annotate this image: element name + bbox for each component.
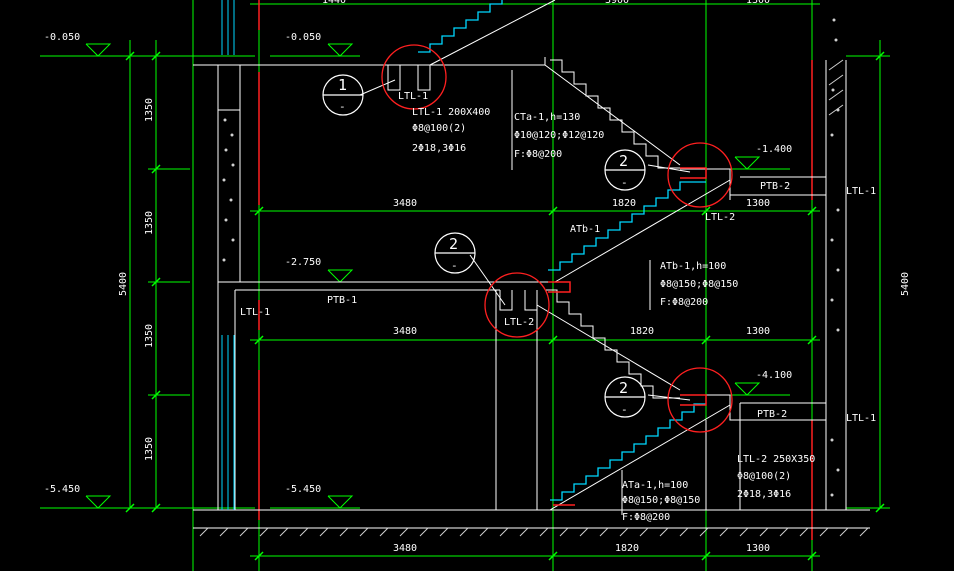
callout-circle-top: [381, 44, 447, 110]
vdim-total-left: 5400: [118, 272, 129, 296]
elevation-markers: [85, 43, 761, 509]
callout-circle-upper-right: [667, 142, 733, 208]
label-ata-spec-2: Φ8@150;Φ8@150: [622, 495, 700, 506]
label-ltl2-upper: LTL-2: [705, 212, 735, 223]
label-ltl1-spec-2: Φ8@100(2): [412, 123, 466, 134]
section-callout-circles: [381, 44, 733, 433]
label-ptb1: PTB-1: [327, 295, 357, 306]
hdim-r3-2: 1820: [615, 543, 639, 554]
structure-outlines: [193, 0, 870, 529]
label-cta-2: Φ10@120;Φ12@120: [514, 130, 604, 141]
hdim-top-mid: 3900: [605, 0, 629, 6]
callout-sub-2c: -: [621, 403, 628, 416]
label-atb-spec-2: Φ8@150;Φ8@150: [660, 279, 738, 290]
elevation-mid-landing: -1.400: [756, 144, 792, 155]
label-ltl1-left: LTL-1: [240, 307, 270, 318]
label-ltl1-right-lower: LTL-1: [846, 413, 876, 424]
label-atb-spec-3: F:Φ8@200: [660, 297, 708, 308]
label-ata-spec-1: ATa-1,h=100: [622, 480, 688, 491]
elevation-bottom-inner: -5.450: [285, 484, 321, 495]
stair-treads-white: [545, 59, 680, 399]
callout-number-2c: 2: [619, 379, 628, 397]
landing-beams: [548, 167, 707, 506]
elevation-mid-floor: -2.750: [285, 257, 321, 268]
hdim-r1-2: 1820: [612, 198, 636, 209]
label-cta-1: CTa-1,h=130: [514, 112, 580, 123]
vdim-total-right: 5400: [900, 272, 911, 296]
callout-sub-2b: -: [451, 259, 458, 272]
hdim-top-left: 1440: [322, 0, 346, 6]
label-ltl2-spec-2: Φ8@100(2): [737, 471, 791, 482]
label-ltl1-top: LTL-1: [398, 91, 428, 102]
label-ptb2-lower: PTB-2: [757, 409, 787, 420]
label-ltl1-spec-3: 2Φ18,3Φ16: [412, 143, 466, 154]
elevation-top-inner: -0.050: [285, 32, 321, 43]
hdim-r3-1: 3480: [393, 543, 417, 554]
label-atb1: ATb-1: [570, 224, 600, 235]
label-ata-spec-3: F:Φ8@200: [622, 512, 670, 523]
hdim-r1-3: 1300: [746, 198, 770, 209]
hdim-r2-1: 3480: [393, 326, 417, 337]
hdim-top-right: 1300: [746, 0, 770, 6]
dimension-ticks: [125, 51, 885, 561]
callout-circle-mid: [484, 272, 550, 338]
hdim-r2-3: 1300: [746, 326, 770, 337]
wall-lines: [221, 0, 235, 510]
vdim-1: 1350: [144, 98, 155, 122]
label-ltl2-mid: LTL-2: [504, 317, 534, 328]
callout-number-2b: 2: [449, 235, 458, 253]
callout-number-2a: 2: [619, 152, 628, 170]
callout-sub-2a: -: [621, 176, 628, 189]
detail-index-circles: [322, 74, 646, 418]
label-ltl2-spec-1: LTL-2 250X350: [737, 454, 815, 465]
hdim-r3-3: 1300: [746, 543, 770, 554]
ground-hatch: [199, 59, 869, 537]
label-ltl1-spec-1: LTL-1 200X400: [412, 107, 490, 118]
vdim-2: 1350: [144, 211, 155, 235]
label-ptb2-upper: PTB-2: [760, 181, 790, 192]
stair-treads: [418, 0, 706, 501]
callout-sub-1: -: [339, 100, 346, 113]
elevation-bottom-left: -5.450: [44, 484, 80, 495]
elevation-top-left: -0.050: [44, 32, 80, 43]
elevation-lower-landing: -4.100: [756, 370, 792, 381]
label-cta-3: F:Φ8@200: [514, 149, 562, 160]
hdim-r1-1: 3480: [393, 198, 417, 209]
callout-circle-lower-right: [667, 367, 733, 433]
vdim-3: 1350: [144, 324, 155, 348]
vdim-4: 1350: [144, 437, 155, 461]
label-ltl2-spec-3: 2Φ18,3Φ16: [737, 489, 791, 500]
hdim-r2-2: 1820: [630, 326, 654, 337]
label-ltl1-right-upper: LTL-1: [846, 186, 876, 197]
callout-number-1: 1: [338, 76, 347, 94]
concrete-hatch: [222, 18, 840, 497]
label-atb-spec-1: ATb-1,h=100: [660, 261, 726, 272]
